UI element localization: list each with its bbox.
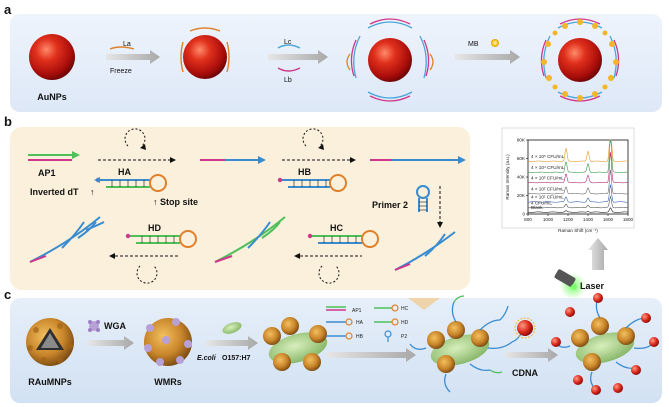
laser-label: Laser <box>580 281 605 291</box>
series-label: 4 × 10⁵ CFU/mL <box>531 154 565 159</box>
spectrum-series <box>527 207 629 213</box>
lb-strand <box>277 67 301 72</box>
series-label: 4 CFU/mL <box>531 200 552 205</box>
panel-a-background <box>10 14 662 112</box>
series-label: 4 × 10³ CFU/mL <box>531 175 564 180</box>
x-tick-label: 1800 <box>623 217 634 222</box>
branched-product-1 <box>29 216 105 263</box>
spectrum-series <box>527 184 628 203</box>
legend-ha: HA <box>356 320 364 326</box>
freeze-label: Freeze <box>110 68 132 75</box>
hd-label: HD <box>148 223 161 233</box>
wga-icon <box>88 320 100 332</box>
y-tick-label: 40K <box>517 175 526 180</box>
cdna-probe-icon <box>514 317 536 339</box>
lb-label: Lb <box>284 77 292 84</box>
arrow-a2 <box>268 50 328 64</box>
inverted-dt-label: Inverted dT <box>30 187 79 197</box>
y-tick-label: 20K <box>517 193 526 198</box>
aunp-hybridized <box>346 18 434 102</box>
arrow-up <box>588 238 608 270</box>
x-tick-label: 1400 <box>583 217 594 222</box>
hb-label: HB <box>298 167 311 177</box>
legend-ap1: AP1 <box>352 308 362 314</box>
wga-label: WGA <box>104 321 126 331</box>
laser-icon <box>554 269 586 299</box>
legend-hb: HB <box>356 334 364 340</box>
branched-product-2 <box>214 216 286 263</box>
svg-text:↑: ↑ <box>90 187 95 197</box>
spectrum-series <box>527 195 629 209</box>
x-tick-label: 800 <box>524 217 532 222</box>
wmr-particle <box>144 318 192 366</box>
panel-b-background <box>10 127 470 290</box>
hd-hairpin <box>125 230 197 248</box>
series-label: 4 × 10¹ CFU/mL <box>531 195 564 200</box>
raman-chart: 800 1000 1200 1400 1600 1800 0 20K 40K 60K 80K Bl… <box>501 127 635 233</box>
y-tick-label: 0 <box>522 212 525 217</box>
x-tick-label: 1600 <box>603 217 614 222</box>
x-tick-label: 1200 <box>563 217 574 222</box>
stop-site-label: Stop site <box>160 197 198 207</box>
chart-xlabel: Raman Shift (cm⁻¹) <box>558 228 598 233</box>
branched-product-3 <box>394 231 456 271</box>
final-complex <box>551 293 659 395</box>
x-tick-label: 1000 <box>543 217 554 222</box>
la-label: La <box>123 41 131 48</box>
hc-label: HC <box>330 223 343 233</box>
series-label: Blank <box>531 205 543 210</box>
ha-hairpin <box>94 174 167 192</box>
aunp-la <box>183 35 227 79</box>
ecoli-strain-label: O157:H7 <box>222 355 251 362</box>
lc-strand <box>277 44 301 49</box>
arrow-a3 <box>455 50 520 64</box>
arrow-c4 <box>505 348 558 362</box>
series-label: 4 × 10² CFU/mL <box>531 186 564 191</box>
raumnps-label: RAuMNPs <box>28 377 72 387</box>
legend-hc: HC <box>401 306 409 312</box>
amplified-complex <box>409 295 523 393</box>
spectrum-series <box>527 139 629 162</box>
panel-a-label: a <box>4 2 12 17</box>
arrow-c2 <box>206 336 258 350</box>
panel-c-background <box>10 298 662 403</box>
hc-hairpin <box>307 230 379 248</box>
spectrum-series <box>527 139 629 173</box>
ecoli-label: E.coli <box>197 355 217 362</box>
svg-text:↑: ↑ <box>153 197 158 207</box>
mb-icon <box>491 39 499 47</box>
panel-c-label: c <box>4 287 11 302</box>
spectrum-series <box>527 169 629 195</box>
cdna-label: CDNA <box>512 368 538 378</box>
y-tick-label: 80K <box>517 138 526 143</box>
aunps-label: AuNPs <box>37 92 67 102</box>
panel-b-label: b <box>4 114 12 129</box>
captured-complex <box>263 317 328 371</box>
y-tick-label: 60K <box>517 156 526 161</box>
arrow-a1 <box>106 50 160 64</box>
chart-ylabel: Raman Intensity (a.u.) <box>505 154 510 200</box>
ecoli-icon <box>222 322 242 334</box>
wmrs-label: WMRs <box>154 377 182 387</box>
probe-legend: AP1 HA HB HC HD P2 <box>326 304 409 342</box>
arrow-c1 <box>88 336 134 350</box>
la-strand <box>109 46 135 50</box>
aunp-bare <box>29 34 75 80</box>
raumnp-particle <box>26 318 74 366</box>
spectrum-series <box>527 152 629 184</box>
hb-hairpin <box>277 174 347 192</box>
arrow-c3 <box>326 348 416 362</box>
lc-label: Lc <box>284 39 292 46</box>
ha-label: HA <box>118 167 131 177</box>
series-label: 4 × 10⁴ CFU/mL <box>531 165 565 170</box>
primer2-label: Primer 2 <box>372 200 408 210</box>
ap1-label: AP1 <box>38 168 56 178</box>
legend-p2: P2 <box>401 334 407 340</box>
mb-label: MB <box>468 41 479 48</box>
aunp-mb-loaded <box>540 18 620 102</box>
primer2-hairpin <box>416 185 430 212</box>
legend-hd: HD <box>401 320 409 326</box>
